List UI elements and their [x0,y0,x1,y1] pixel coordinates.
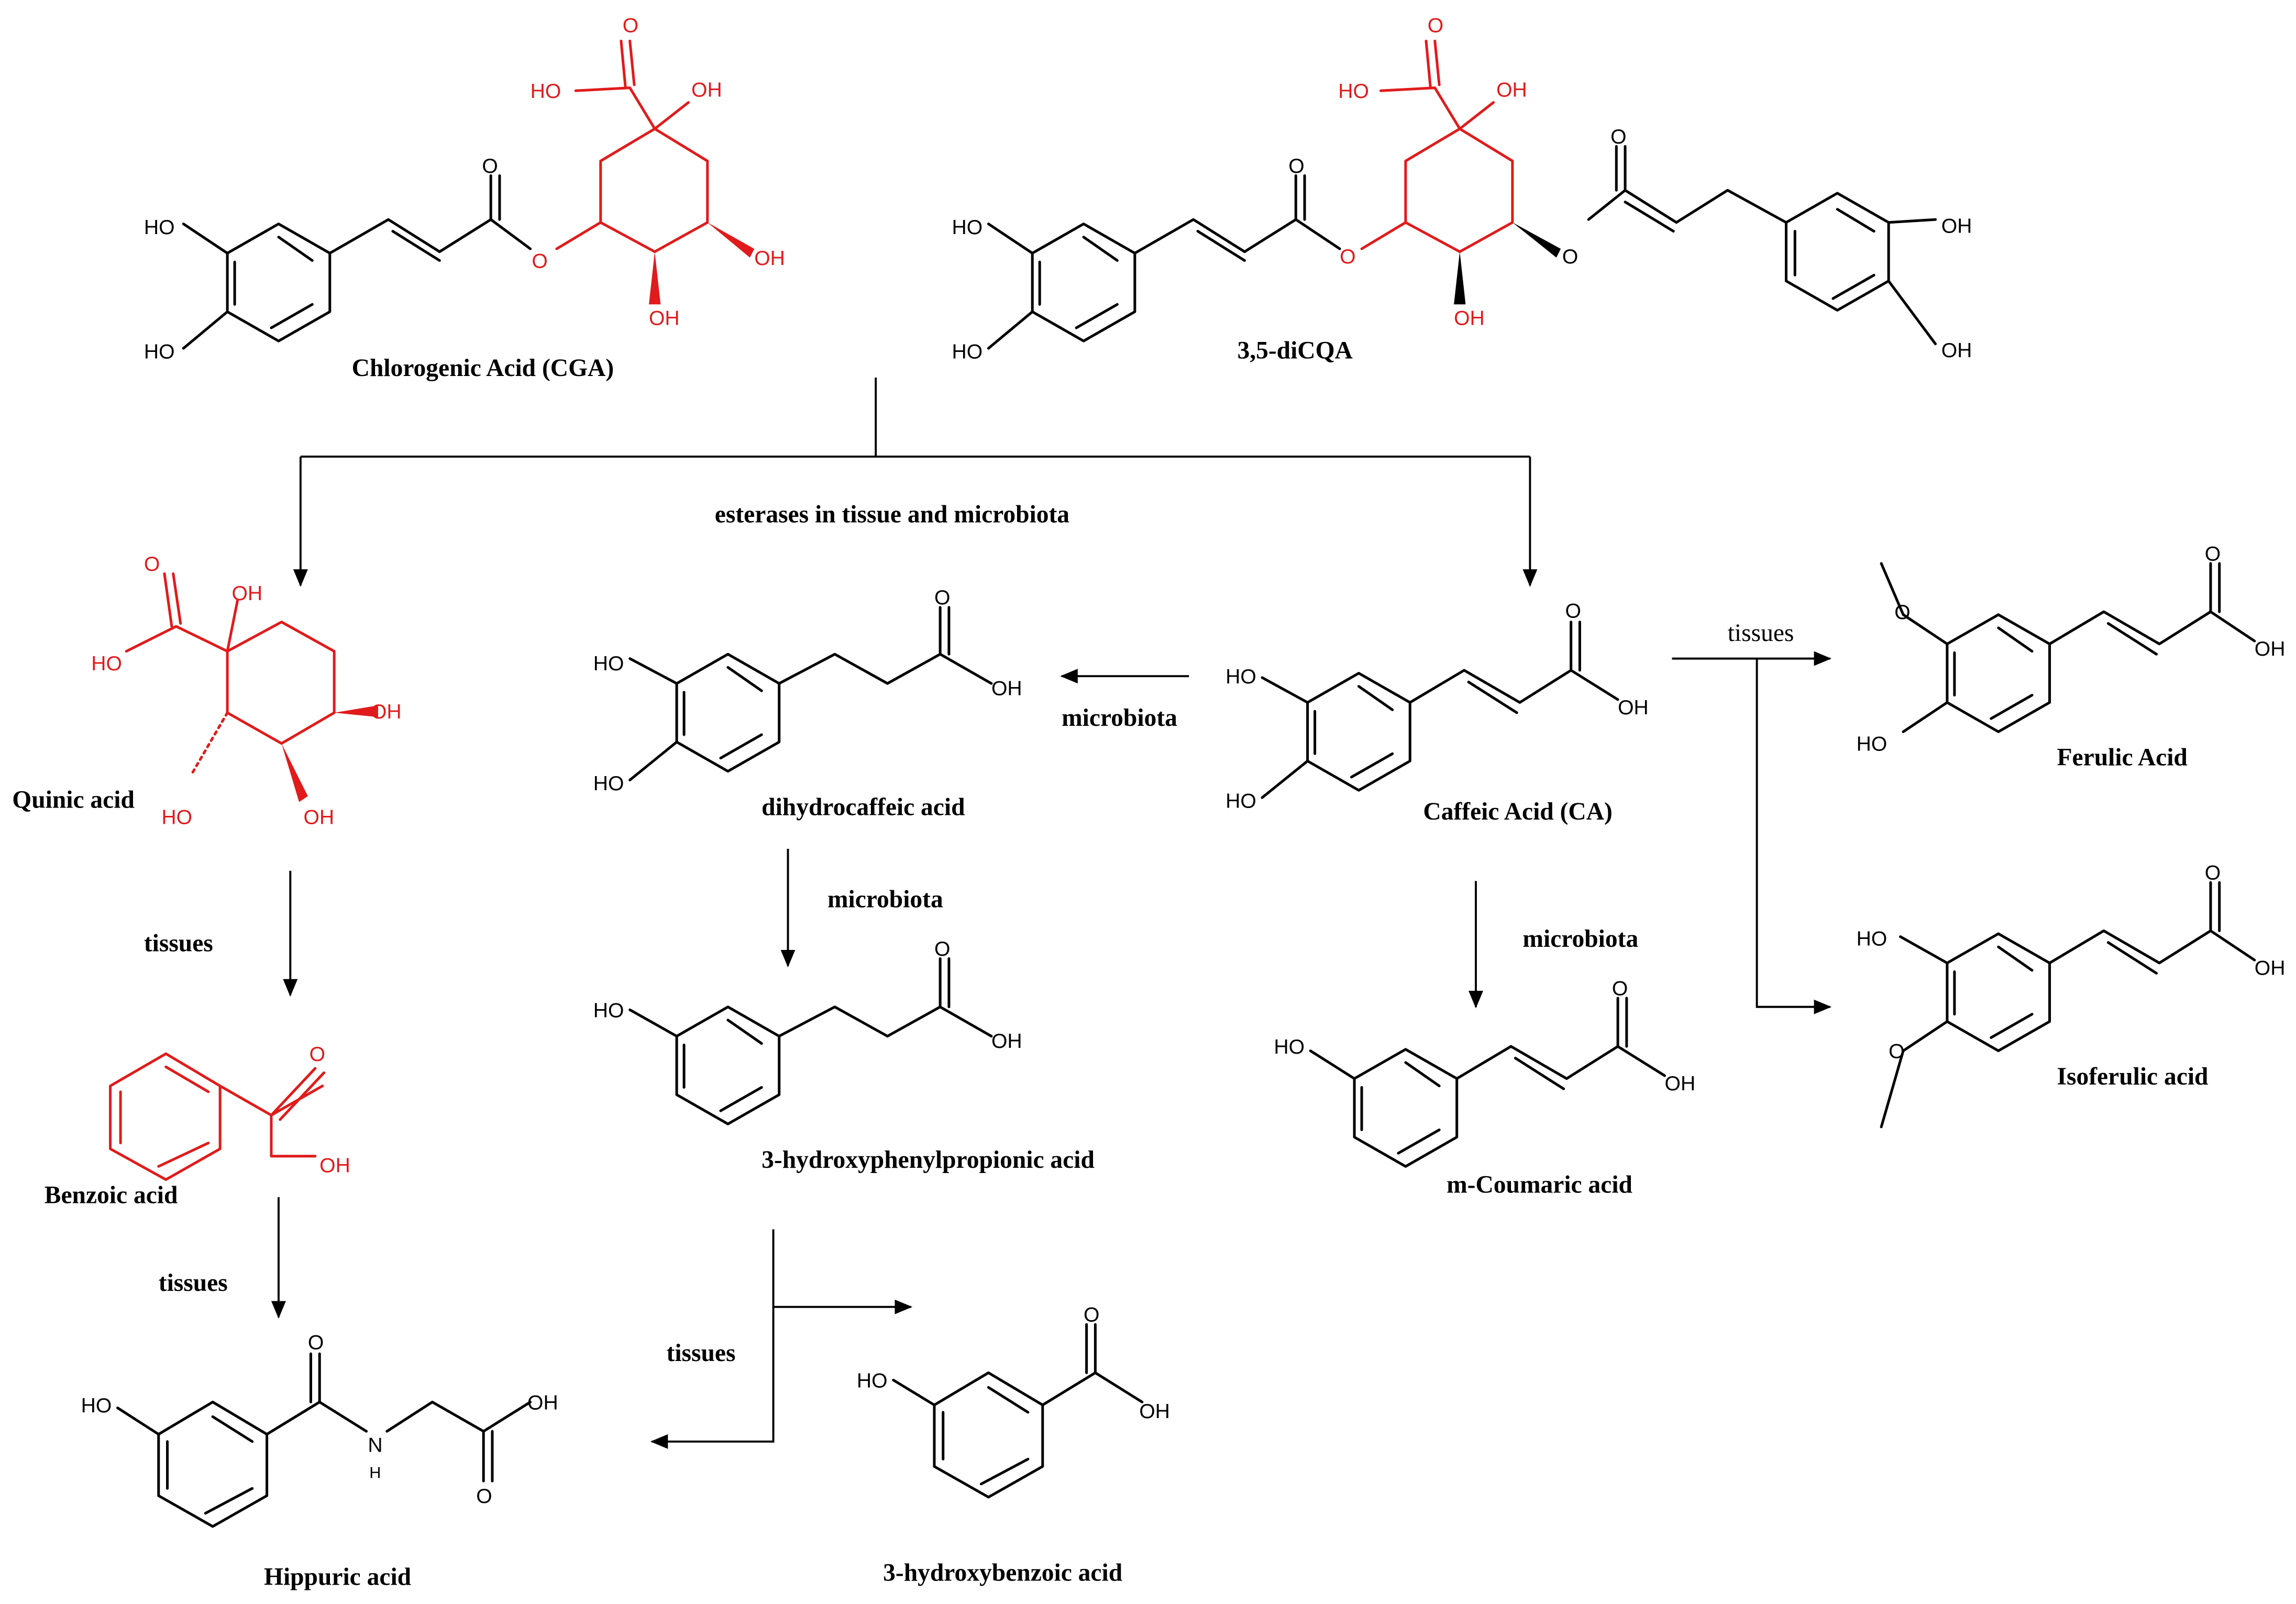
isoferulic-acid-structure: HO O O OH Isoferulic acid [1857,862,2286,1129]
atom-o: O [482,155,498,178]
atom-oh: OH [1139,1400,1170,1423]
label-microbiota: microbiota [1522,925,1638,953]
label-benzoic: Benzoic acid [45,1181,178,1209]
atom-oh: OH [991,677,1022,700]
label-dihydrocaffeic: dihydrocaffeic acid [761,794,965,821]
label-tissues: tissues [144,930,213,957]
label-hpp: 3-hydroxyphenylpropionic acid [761,1146,1095,1174]
atom-ho: HO [531,80,561,103]
label-ferulic: Ferulic Acid [2057,744,2188,771]
hippuric-acid-structure: HO O N H OH O Hippuric acid [81,1332,558,1591]
atom-ho: HO [1857,733,1887,756]
atom-o: O [310,1043,325,1066]
label-dicqa: 3,5-diCQA [1237,337,1352,364]
atom-oh: OH [649,307,680,329]
atom-oh: OH [691,79,722,101]
m-coumaric-acid-structure: HO O OH m-Coumaric acid [1274,977,1695,1198]
atom-h: H [369,1464,381,1482]
esterase-split-arrows: esterases in tissue and microbiota [293,378,1538,587]
atom-o: O [1288,155,1304,178]
atom-o: O [1084,1304,1099,1326]
label-microbiota: microbiota [1062,704,1177,732]
atom-oh: OH [232,582,263,605]
atom-oh: OH [1941,339,1972,362]
atom-ho: HO [91,652,122,675]
atom-oh: OH [991,1030,1022,1053]
atom-ho: HO [593,652,624,675]
atom-o: O [1894,601,1910,624]
atom-ho: HO [952,216,983,239]
label-isoferulic: Isoferulic acid [2057,1063,2209,1090]
label-microbiota: microbiota [827,886,943,913]
atom-ho: HO [81,1395,112,1417]
atom-n: N [368,1434,382,1456]
dihydrocaffeic-acid-structure: HO HO O OH dihydrocaffeic acid [593,587,1022,821]
atom-ho: HO [1274,1036,1305,1058]
atom-oh: OH [1454,307,1485,329]
label-coumaric: m-Coumaric acid [1447,1171,1632,1199]
quinic-acid-structure: O HO OH OH HO OH Quinic acid [12,553,401,828]
atom-oh: OH [319,1155,350,1177]
label-esterases: esterases in tissue and microbiota [715,501,1070,528]
atom-oh: OH [527,1391,558,1414]
atom-o: O [1610,126,1626,148]
atom-o: O [934,587,950,609]
atom-oh: OH [1665,1072,1696,1095]
atom-ho: HO [1226,790,1256,813]
atom-o: O [1889,1041,1904,1063]
label-tissues: tissues [159,1269,228,1297]
cga-structure: HO HO O O O HO OH OH OH Chlorogenic Acid… [144,14,785,382]
atom-ho: HO [857,1369,888,1392]
label-cga: Chlorogenic Acid (CGA) [352,355,614,382]
ferulic-acid-structure: O HO O OH Ferulic Acid [1857,543,2286,771]
atom-ho: HO [144,216,175,239]
atom-oh: OH [754,247,785,270]
atom-o: O [1565,600,1581,622]
atom-oh: OH [2255,638,2286,660]
atom-o: O [1340,246,1355,268]
atom-o: O [623,14,638,37]
atom-ho: HO [1857,927,1887,950]
atom-ho: HO [144,341,175,363]
atom-oh: OH [303,806,334,828]
dicqa-structure: HO HO O O O HO OH OH O O OH OH 3,5-diCQA [952,14,1972,364]
atom-o: O [2205,862,2221,884]
label-tissues: tissues [667,1340,736,1367]
atom-oh: OH [2255,957,2286,979]
label-hippuric: Hippuric acid [264,1564,411,1591]
atom-o: O [1428,14,1443,37]
label-caffeic: Caffeic Acid (CA) [1423,798,1612,825]
atom-ho: HO [593,999,624,1022]
atom-oh: OH [1941,215,1972,237]
atom-ho: HO [1226,666,1256,688]
atom-o: O [1562,246,1578,268]
atom-o: O [144,553,160,576]
caffeic-acid-structure: HO HO O OH Caffeic Acid (CA) [1226,600,1649,825]
atom-ho: HO [593,772,624,795]
atom-o: O [2205,543,2221,565]
benzoic-acid-structure: O OH Benzoic acid [45,1043,350,1209]
hpp-structure: HO O OH 3-hydroxyphenylpropionic acid [593,938,1095,1174]
label-tissues: tissues [1728,620,1794,647]
hydroxybenzoic-acid-structure: HO O OH 3-hydroxybenzoic acid [857,1304,1170,1587]
atom-oh: OH [1496,79,1527,101]
label-quinic: Quinic acid [12,787,135,814]
atom-ho: HO [952,341,983,363]
atom-o: O [532,250,547,272]
atom-o: O [308,1332,324,1354]
atom-oh: OH [1618,696,1649,719]
atom-ho: HO [1338,80,1369,103]
atom-o: O [1612,977,1628,1000]
atom-oh: OH [371,701,402,723]
label-hba: 3-hydroxybenzoic acid [883,1559,1122,1586]
reaction-arrows: microbiota tissues microbiota microbiota… [144,620,1832,1449]
atom-o: O [476,1485,492,1508]
atom-ho: HO [161,806,192,828]
atom-o: O [934,938,950,960]
